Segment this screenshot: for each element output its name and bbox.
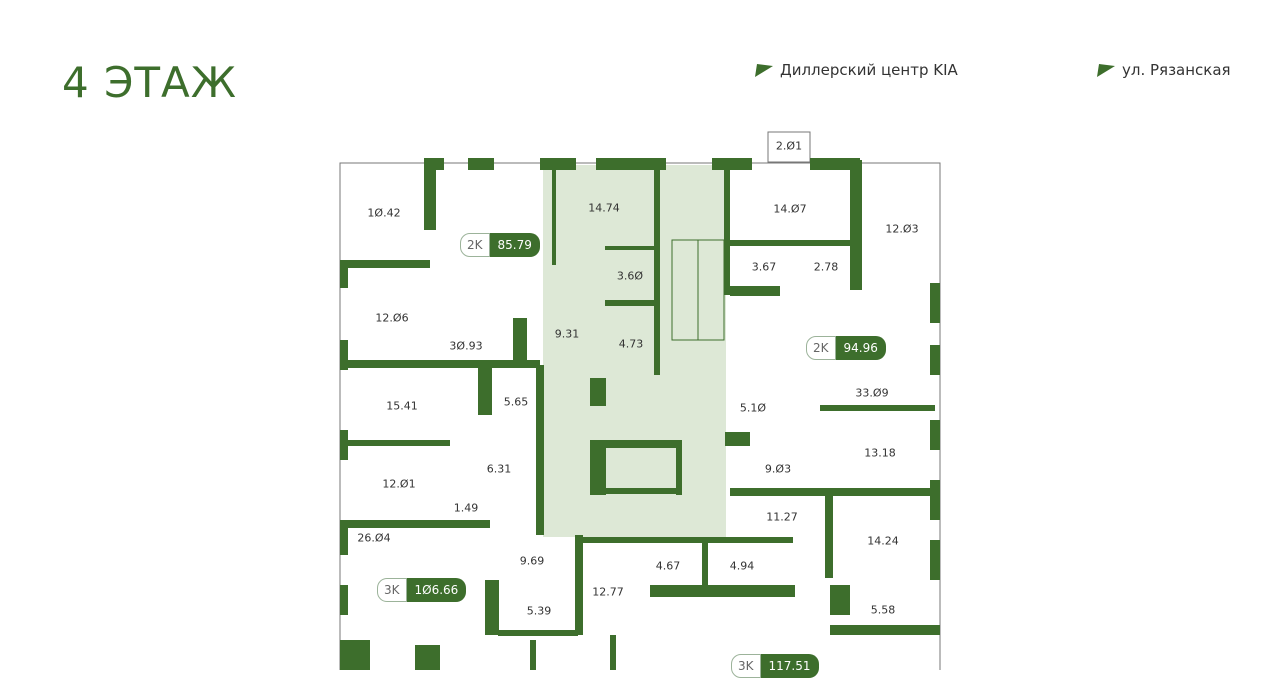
room-area: 15.41	[386, 399, 418, 413]
floor-title: 4 ЭТАЖ	[62, 58, 238, 107]
room-area: 13.18	[864, 446, 896, 460]
room-area: 1Ø.42	[367, 206, 401, 220]
orientation-street: ул. Рязанская	[1096, 61, 1231, 79]
direction-flag-icon	[1097, 64, 1115, 77]
walls	[340, 158, 940, 670]
orientation-label: Диллерский центр KIA	[780, 61, 958, 79]
room-area: 2.Ø1	[775, 139, 803, 153]
room-area: 9.69	[519, 554, 545, 568]
room-area: 14.Ø7	[773, 202, 807, 216]
stair-core-upper	[605, 165, 725, 380]
room-area: 3.6Ø	[616, 269, 644, 283]
room-area: 9.Ø3	[764, 462, 792, 476]
direction-flag-icon	[755, 64, 773, 77]
room-area: 33.Ø9	[855, 386, 889, 400]
apartment-badge[interactable]: 2K 94.96	[806, 336, 886, 360]
orientation-kia: Диллерский центр KIA	[754, 61, 958, 79]
room-area: 4.67	[655, 559, 681, 573]
stairs	[671, 239, 725, 341]
room-area: 4.94	[729, 559, 755, 573]
room-area: 3.67	[751, 260, 777, 274]
room-area: 14.24	[867, 534, 899, 548]
apartment-badge[interactable]: 2K 85.79	[460, 233, 540, 257]
room-area: 6.31	[486, 462, 512, 476]
room-area: 11.27	[766, 510, 798, 524]
apartment-type: 2K	[460, 233, 490, 257]
room-area: 3Ø.93	[449, 339, 483, 353]
room-area: 12.Ø1	[382, 477, 416, 491]
apartment-badge[interactable]: 3K 1Ø6.66	[377, 578, 467, 602]
apartment-badge[interactable]: 3K 117.51	[731, 654, 819, 678]
apartment-type: 2K	[806, 336, 836, 360]
room-area: 1.49	[453, 501, 479, 515]
room-area: 2.78	[813, 260, 839, 274]
room-area: 26.Ø4	[357, 531, 391, 545]
room-area: 5.39	[526, 604, 552, 618]
room-area: 9.31	[554, 327, 580, 341]
room-area: 12.Ø6	[375, 311, 409, 325]
room-area: 5.65	[503, 395, 529, 409]
room-area: 5.58	[870, 603, 896, 617]
room-area: 4.73	[618, 337, 644, 351]
apartment-type: 3K	[377, 578, 407, 602]
apartment-area: 85.79	[489, 233, 540, 257]
room-area: 5.1Ø	[739, 401, 767, 415]
room-area: 12.Ø3	[885, 222, 919, 236]
room-area: 12.77	[592, 585, 624, 599]
apartment-area: 117.51	[760, 654, 819, 678]
room-area: 14.74	[588, 201, 620, 215]
apartment-area: 94.96	[835, 336, 886, 360]
apartment-area: 1Ø6.66	[406, 578, 467, 602]
orientation-label: ул. Рязанская	[1122, 61, 1231, 79]
apartment-type: 3K	[731, 654, 761, 678]
